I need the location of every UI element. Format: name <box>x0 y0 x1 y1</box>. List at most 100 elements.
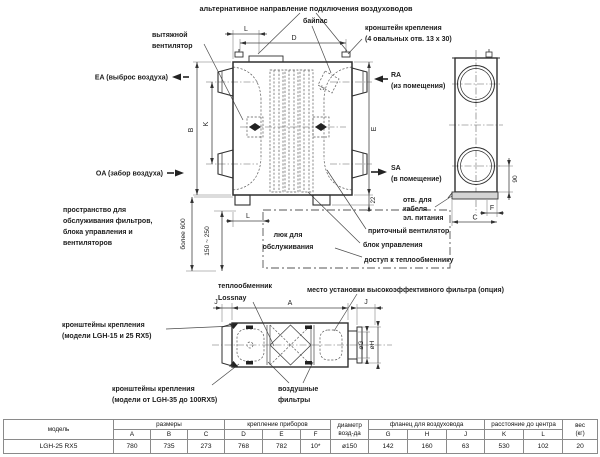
label-bracket-line1: кронштейн крепления <box>365 24 442 32</box>
th-col-F: F <box>300 429 332 440</box>
cell-D: 768 <box>224 439 264 454</box>
cell-E: 782 <box>262 439 302 454</box>
ra-flow-arrow-icon <box>374 75 383 83</box>
airflow-arrows <box>167 73 388 177</box>
label-heat-exchanger-line1: теплообменник <box>218 282 273 290</box>
bypass-damper <box>317 70 340 94</box>
oa-duct-flange <box>217 149 234 179</box>
service-hatch-outline <box>262 209 451 269</box>
motor-arrow-right <box>315 123 327 131</box>
top-plate <box>248 55 284 63</box>
dimensions-table: модель размеры крепление приборов диамет… <box>3 419 599 454</box>
cell-L: 102 <box>523 439 564 454</box>
diagram: L D B K E 22 более 600 150 ~ 250 L A J J… <box>62 4 519 404</box>
dim-L-hatch: L <box>246 213 250 220</box>
cell-diameter: ø150 <box>330 439 370 454</box>
dim-A: A <box>288 300 293 307</box>
label-air-filters-line1: воздушные <box>278 386 318 393</box>
label-ea: EA (выброс воздуха) <box>95 74 168 82</box>
dim-F: F <box>490 205 494 212</box>
sa-flow-arrow-icon <box>378 168 387 176</box>
label-service-space-line2: обслуживания фильтров, <box>63 217 153 225</box>
label-bypass: байпас <box>303 17 328 25</box>
label-sa-line2: (в помещение) <box>391 176 442 183</box>
dim-K: K <box>203 121 210 126</box>
duct-flange-plate <box>356 326 363 364</box>
supply-fan-scroll <box>319 329 343 361</box>
dim-B: B <box>188 127 195 132</box>
label-brackets-big-line1: кронштейны крепления <box>112 385 195 393</box>
corner-brackets <box>229 323 312 367</box>
th-weight-line2: (кг) <box>575 429 585 437</box>
label-hx-access: доступ к теплообменнику <box>364 256 454 264</box>
exhaust-fan-motor <box>246 116 264 138</box>
cell-J: 63 <box>446 439 486 454</box>
cell-H: 160 <box>407 439 448 454</box>
label-brackets-small-line2: (модели LGH-15 и 25 RX5) <box>62 333 151 340</box>
label-exhaust-fan-line1: вытяжной <box>152 31 188 39</box>
cell-C: 273 <box>186 439 226 454</box>
th-duct-diameter-line2: возд-да <box>338 429 361 437</box>
label-service-space-line3: блока управления и <box>63 228 133 236</box>
th-sizes: размеры <box>112 419 226 430</box>
bottom-outline <box>221 322 363 368</box>
cell-weight: 20 <box>562 439 599 454</box>
label-filter-option: место установки высокоэффективного фильт… <box>307 287 504 294</box>
label-service-space-line4: вентиляторов <box>63 240 113 247</box>
label-ra-line2: (из помещения) <box>391 83 445 90</box>
motor-arrow-left <box>249 123 261 131</box>
label-hatch-line2: обслуживания <box>263 243 314 251</box>
label-brackets-big-line2: (модели от LGH-35 до 100RX5) <box>112 397 217 404</box>
dim-phi-H: øH <box>369 340 376 349</box>
cell-F: 10* <box>300 439 332 454</box>
sa-duct-flange <box>351 149 368 179</box>
label-brackets-small-line1: кронштейны крепления <box>62 321 145 329</box>
dim-more-600: более 600 <box>179 218 187 250</box>
sa-duct-circle <box>460 150 492 182</box>
unit-body <box>232 61 353 196</box>
cell-A: 780 <box>113 439 151 454</box>
front-outline <box>217 49 368 206</box>
th-center-distance: расстояние до центра <box>484 419 564 430</box>
label-cable-hole-line3: эл. питания <box>403 215 444 222</box>
th-weight: вес (кг) <box>562 419 599 440</box>
dim-90: 90 <box>512 175 519 183</box>
side-outline <box>452 49 500 193</box>
th-col-J: J <box>446 429 486 440</box>
supply-fan-motor <box>312 116 330 138</box>
left-end-cap <box>221 323 233 367</box>
air-filter-lines <box>266 325 315 365</box>
label-cable-hole-line1: отв. для <box>403 197 432 204</box>
label-bracket-line2: (4 овальных отв. 13 x 30) <box>365 36 452 43</box>
dim-D: D <box>291 35 296 42</box>
cell-K: 530 <box>484 439 525 454</box>
th-col-G: G <box>368 429 409 440</box>
th-duct-diameter-line1: диаметр <box>337 422 362 430</box>
th-col-H: H <box>407 429 448 440</box>
th-col-D: D <box>224 429 264 440</box>
th-col-L: L <box>523 429 564 440</box>
label-exhaust-fan-line2: вентилятор <box>152 43 192 50</box>
cable-hole-mark <box>447 192 453 199</box>
side-view <box>447 49 503 213</box>
ea-duct-flange <box>217 67 234 97</box>
mounting-bolt-left <box>234 51 244 58</box>
dimension-arrowheads <box>190 32 511 369</box>
cell-B: 735 <box>150 439 188 454</box>
th-flange: фланец для воздуховода <box>368 419 486 430</box>
dim-C: C <box>472 215 477 222</box>
ra-duct-flange <box>351 67 368 97</box>
extension-lines <box>186 30 513 364</box>
cell-G: 142 <box>368 439 409 454</box>
label-hatch-line1: люк для <box>274 232 303 239</box>
label-air-filters-line2: фильтры <box>278 397 310 404</box>
label-service-space-line1: пространство для <box>63 207 126 214</box>
th-col-E: E <box>262 429 302 440</box>
bottom-mounting-plate <box>451 191 499 200</box>
label-alternative-duct-note: альтернативное направление подключения в… <box>199 4 413 13</box>
dim-22: 22 <box>371 196 377 203</box>
dim-150-250: 150 ~ 250 <box>204 226 211 256</box>
th-mounting: крепление приборов <box>224 419 332 430</box>
label-supply-fan: приточный вентилятор <box>368 227 449 235</box>
